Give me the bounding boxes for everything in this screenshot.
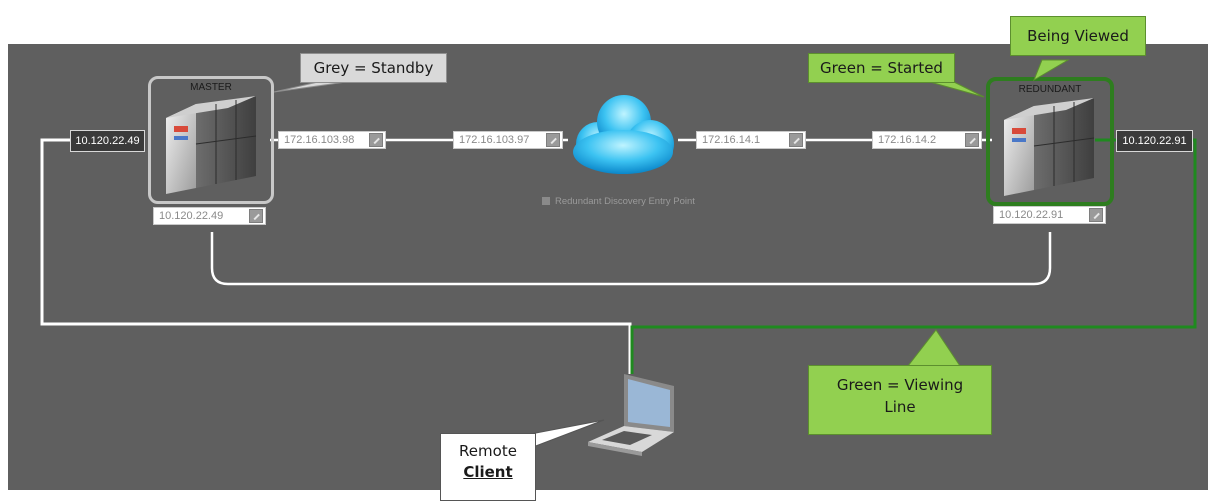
cloud-right-ip[interactable]: 172.16.14.1 [696,131,806,149]
viewing-line-callout-line2: Line [884,398,916,416]
viewing-line-callout-line1: Green = Viewing [836,376,964,394]
cloud-right-ip-text: 172.16.14.1 [702,134,761,146]
redundant-bottom-ip[interactable]: 10.120.22.91 [993,206,1106,224]
master-label: MASTER [190,82,232,93]
redundant-label: REDUNDANT [1018,84,1082,95]
master-frame[interactable] [148,76,274,204]
discovery-label: Redundant Discovery Entry Point [555,196,695,207]
redundant-outer-ip: 10.120.22.91 [1116,130,1193,152]
client-label: Client [463,463,513,481]
topology-canvas: MASTER REDUNDANT 10.120.22.49 172.16.103… [8,44,1208,490]
redundant-frame[interactable] [986,77,1114,206]
green-started-callout: Green = Started [808,53,955,83]
discovery-entry-point-checkbox[interactable]: Redundant Discovery Entry Point [542,196,695,207]
redundant-link-ip-text: 172.16.14.2 [878,134,937,146]
edit-icon[interactable] [965,133,979,147]
edit-icon[interactable] [249,209,263,223]
master-link-ip-text: 172.16.103.98 [284,134,355,146]
redundant-link-ip[interactable]: 172.16.14.2 [872,131,982,149]
cloud-left-ip-text: 172.16.103.97 [459,134,530,146]
laptop-icon [588,374,674,456]
cloud-left-ip[interactable]: 172.16.103.97 [453,131,563,149]
edit-icon[interactable] [1089,208,1103,222]
connection-wires [40,95,1197,456]
edit-icon[interactable] [789,133,803,147]
remote-label: Remote [459,442,517,460]
remote-client-callout: Remote Client [440,433,536,501]
master-bottom-ip-text: 10.120.22.49 [159,210,224,222]
grey-standby-callout: Grey = Standby [300,53,447,83]
redundant-server-icon [1004,98,1095,196]
checkbox-icon[interactable] [542,197,550,205]
viewing-line-callout: Green = Viewing Line [808,365,992,435]
redundant-bottom-ip-text: 10.120.22.91 [999,209,1064,221]
network-cloud [573,95,674,174]
edit-icon[interactable] [369,133,383,147]
being-viewed-callout: Being Viewed [1010,16,1146,56]
master-outer-ip: 10.120.22.49 [70,130,145,152]
master-link-ip[interactable]: 172.16.103.98 [278,131,386,149]
master-client-line [40,138,632,374]
master-server-icon [166,96,257,194]
viewing-line [630,138,1197,374]
master-redundant-link [210,232,1052,286]
edit-icon[interactable] [546,133,560,147]
master-bottom-ip[interactable]: 10.120.22.49 [153,207,266,225]
